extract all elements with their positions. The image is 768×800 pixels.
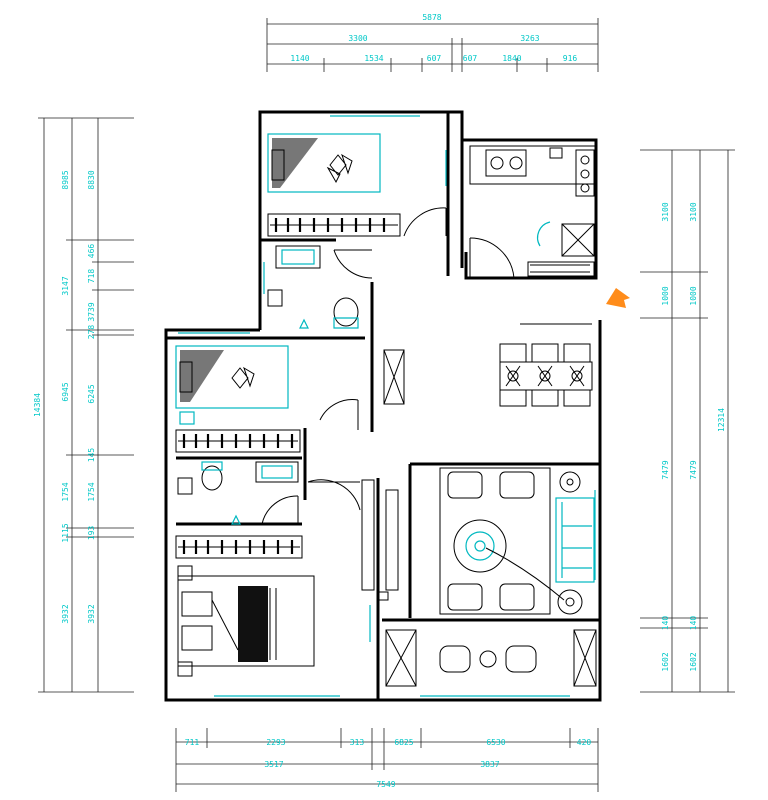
bed-master	[177, 565, 315, 677]
dim-right-inner-3: 7479	[689, 460, 698, 479]
dim-top-seg-3: 607	[427, 54, 442, 63]
dining-table	[499, 323, 593, 407]
dim-right-inner-1: 3100	[689, 202, 698, 221]
bathroom-middle	[177, 461, 299, 525]
dim-right-mid-3: 7479	[661, 460, 670, 479]
dim-top-seg-5: 1840	[502, 54, 521, 63]
north-arrow-icon	[606, 288, 630, 308]
dim-top-total: 5878	[422, 13, 441, 22]
dim-right-inner-5: 1602	[689, 652, 698, 671]
dim-left-inner-4: 278	[87, 325, 96, 340]
dim-bottom-seg-3: 313	[350, 738, 365, 747]
walls	[164, 110, 602, 702]
dim-left-inner-2: 718	[87, 269, 96, 284]
dim-right-mid-4: 140	[661, 616, 670, 631]
dim-left-mid-1: 8985	[61, 170, 70, 189]
dim-right-inner-2: 1000	[689, 286, 698, 305]
wardrobe-top	[267, 213, 401, 237]
kitchen	[469, 145, 597, 277]
dim-left-mid-3: 6945	[61, 382, 70, 401]
dim-bottom-total: 7549	[376, 780, 395, 789]
dim-left-inner-5: 3739	[87, 302, 96, 321]
top-dimensions: 5878 3300 3263 1140 1534 607 607 1840 91…	[266, 13, 599, 72]
wardrobe-middle	[175, 429, 301, 453]
bed-middle	[175, 345, 289, 425]
dim-right-inner-4: 140	[689, 616, 698, 631]
dim-left-mid-5: 1115	[61, 523, 70, 542]
doors	[261, 207, 515, 525]
dim-bottom-seg-1: 711	[185, 738, 200, 747]
windows	[178, 115, 596, 697]
dim-right-total: 12314	[717, 408, 726, 432]
dim-left-inner-7: 145	[87, 448, 96, 463]
dim-top-seg-4: 607	[463, 54, 478, 63]
dim-top-mid-1: 3300	[348, 34, 367, 43]
dim-left-inner-10: 3932	[87, 604, 96, 623]
dim-left-inner-8: 1754	[87, 482, 96, 501]
dim-top-seg-6: 916	[563, 54, 578, 63]
dim-left-inner-9: 193	[87, 526, 96, 541]
living-room	[377, 467, 595, 615]
balcony	[385, 629, 597, 687]
dim-top-seg-1: 1140	[290, 54, 309, 63]
wardrobe-bottom	[175, 535, 303, 559]
dim-bottom-seg-4: 6825	[394, 738, 413, 747]
dim-left-inner-3: 466	[87, 244, 96, 259]
dim-bottom-seg-5: 6530	[486, 738, 505, 747]
tv-cabinet	[361, 479, 375, 591]
dim-top-mid-2: 3263	[520, 34, 539, 43]
dim-bottom-seg-6: 420	[577, 738, 592, 747]
dim-top-seg-2: 1534	[364, 54, 383, 63]
left-dimensions: 14384 8985 3147 6945 1754 1115 3932 8830…	[33, 117, 134, 693]
bathroom-top	[267, 245, 359, 329]
dim-right-mid-2: 1000	[661, 286, 670, 305]
dim-left-total: 14384	[33, 393, 42, 417]
right-dimensions: 3100 1000 7479 140 1602 3100 1000 7479 1…	[640, 149, 735, 693]
dim-bottom-mid-1: 3517	[264, 760, 283, 769]
dim-left-mid-6: 3932	[61, 604, 70, 623]
dim-right-mid-5: 1602	[661, 652, 670, 671]
bottom-dimensions: 711 2293 313 6825 6530 420 3517 3837 754…	[175, 728, 599, 792]
dim-left-mid-4: 1754	[61, 482, 70, 501]
dim-left-inner-1: 8830	[87, 170, 96, 189]
shoe-cabinet	[383, 349, 405, 405]
dim-right-mid-1: 3100	[661, 202, 670, 221]
dim-left-inner-6: 6245	[87, 384, 96, 403]
dim-bottom-seg-2: 2293	[266, 738, 285, 747]
bed-top	[267, 133, 381, 193]
dim-bottom-mid-2: 3837	[480, 760, 499, 769]
dim-left-mid-2: 3147	[61, 276, 70, 295]
